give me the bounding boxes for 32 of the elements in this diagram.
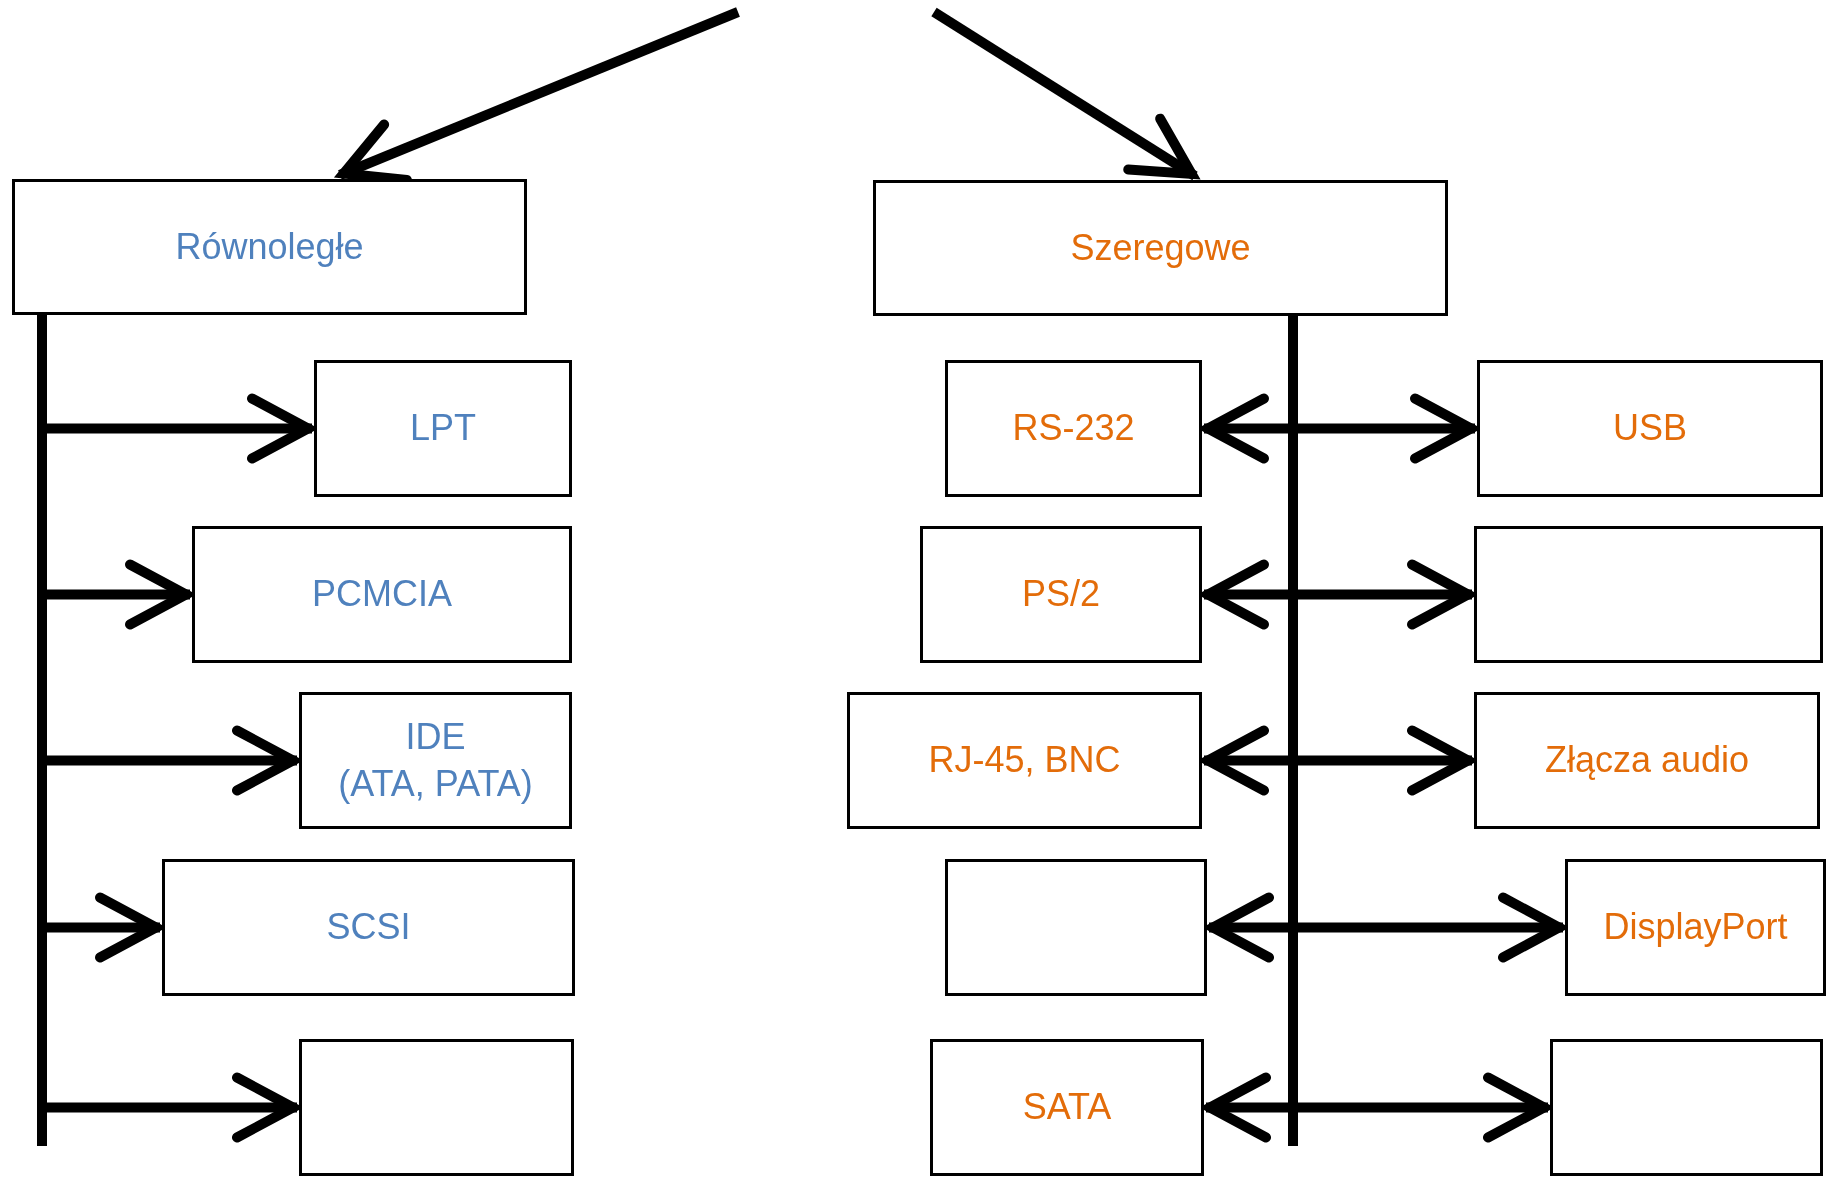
box-label: USB (1612, 406, 1688, 451)
empty-box (945, 859, 1207, 996)
interface-box (847, 692, 1202, 829)
empty-box (1550, 1039, 1823, 1176)
box-label: LPT (409, 406, 477, 451)
interface-box (1477, 360, 1823, 497)
box-label: IDE (404, 714, 467, 759)
interface-box (162, 859, 575, 996)
interface-box (299, 692, 572, 829)
box-label: Równoległe (174, 224, 365, 269)
category-box (12, 179, 527, 315)
interface-box (314, 360, 572, 497)
box-label: DisplayPort (1602, 905, 1789, 950)
empty-box (299, 1039, 574, 1176)
interface-box (945, 360, 1202, 497)
category-box (873, 180, 1448, 316)
interface-box (1474, 692, 1820, 829)
interface-box (192, 526, 572, 663)
arrow (931, 7, 1198, 181)
box-label: PS/2 (1020, 572, 1101, 617)
box-label: RS-232 (1011, 406, 1136, 451)
box-label: (ATA, PATA) (337, 761, 534, 806)
empty-box (1474, 526, 1823, 663)
box-label: PCMCIA (311, 572, 453, 617)
box-label: SCSI (325, 905, 412, 950)
box-label: RJ-45, BNC (927, 738, 1122, 783)
box-label: Szeregowe (1069, 225, 1252, 270)
interface-box (920, 526, 1202, 663)
interface-box (930, 1039, 1204, 1176)
interface-box (1565, 859, 1826, 996)
box-label: SATA (1021, 1085, 1113, 1130)
box-label: Złącza audio (1543, 738, 1751, 783)
